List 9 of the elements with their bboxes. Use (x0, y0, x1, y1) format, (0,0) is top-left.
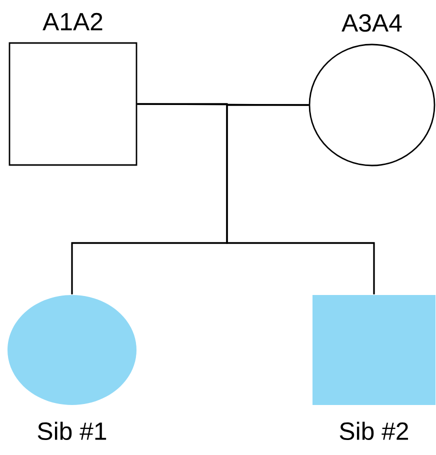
female-circle (8, 295, 136, 405)
male-square (8, 42, 138, 166)
pedigree-line (226, 104, 375, 294)
name-label: Sib #2 (340, 422, 408, 440)
male-square (312, 295, 436, 405)
name-label: A3A4 (342, 14, 402, 32)
name-label: A1A2 (42, 12, 102, 30)
name-label: Sib #1 (38, 422, 106, 440)
female-circle (308, 44, 436, 166)
